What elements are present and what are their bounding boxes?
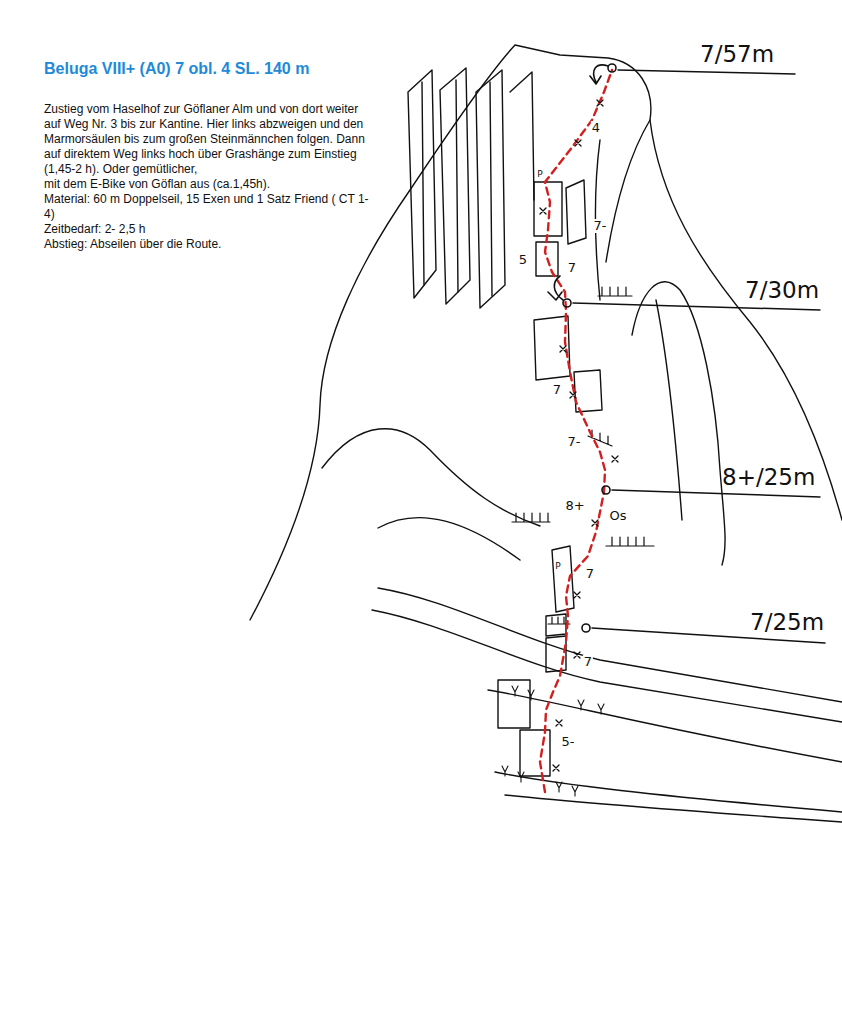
piton-mark: P [537, 169, 542, 179]
access-note: mit dem E-Bike von Göflan aus (ca.1,45h)… [44, 177, 376, 192]
rock-column [510, 72, 534, 200]
rock-column [440, 68, 470, 304]
grade-label: 4 [591, 121, 601, 135]
ledge-band [505, 795, 842, 822]
rock-pillar [656, 300, 682, 520]
rock-spur [322, 429, 540, 526]
grade-label: 5 [518, 253, 528, 267]
ledge-band [495, 772, 842, 812]
grade-label: 5- [561, 735, 576, 749]
piton-mark: P [555, 561, 560, 571]
rappel-arrow [548, 276, 563, 300]
route-line [540, 70, 612, 792]
grade-label: 8+ [564, 499, 585, 513]
access-note: Zeitbedarf: 2- 2,5 h [44, 222, 376, 237]
grade-label: 7 [567, 261, 577, 275]
access-note: Abstieg: Abseilen über die Route. [44, 237, 376, 252]
belay-point [563, 64, 616, 632]
rock-spur [378, 518, 520, 560]
pitch-label: 7/57m [700, 40, 774, 68]
grade-label: 7 [585, 567, 595, 581]
access-note: Zustieg vom Haselhof zur Göflaner Alm un… [44, 102, 376, 177]
rock-crack [606, 120, 650, 262]
bolt-marks [540, 100, 618, 771]
grade-label: 7- [567, 435, 582, 449]
access-note: Material: 60 m Doppelseil, 15 Exen und 1… [44, 192, 376, 222]
pitch-label: 7/30m [745, 276, 819, 304]
grade-label: 7 [552, 383, 562, 397]
grade-label: 7 [583, 655, 593, 669]
ledge-band [378, 588, 842, 702]
pitch-label: 8+/25m [722, 463, 815, 491]
rock-outline [250, 45, 842, 620]
pitch-label: 7/25m [750, 608, 824, 636]
ledge-symbol [512, 287, 654, 624]
leader-line [573, 70, 825, 643]
rock-pillar [632, 282, 725, 565]
access-notes: Zustieg vom Haselhof zur Göflaner Alm un… [44, 102, 376, 252]
rappel-arrow [590, 65, 608, 84]
grass-marks [502, 686, 604, 796]
rock-column [422, 80, 492, 296]
grade-label: Os [608, 509, 627, 523]
grade-label: 7- [593, 219, 608, 233]
rock-feature [498, 180, 602, 776]
route-title: Beluga VIII+ (A0) 7 obl. 4 SL. 140 m [44, 60, 309, 78]
